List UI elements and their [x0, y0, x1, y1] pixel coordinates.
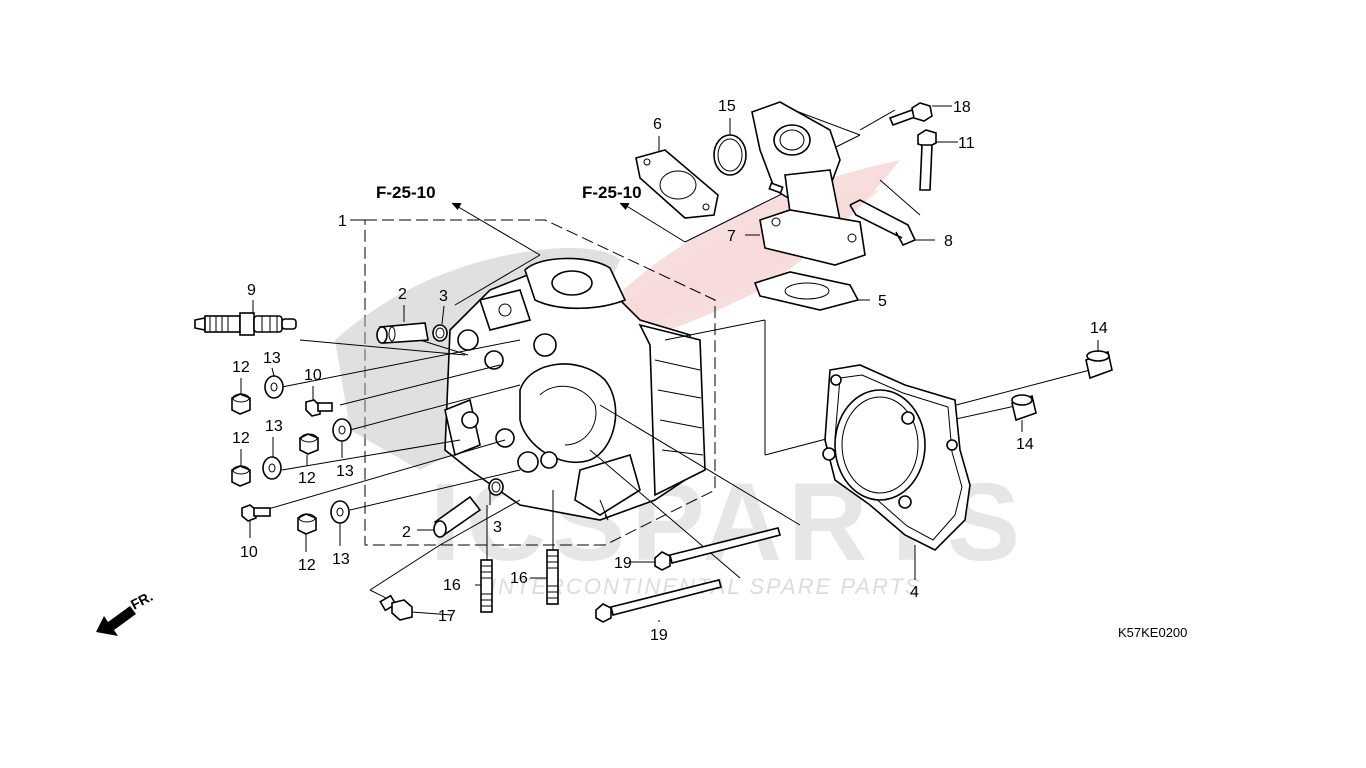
flange-bolt-11[interactable]: [917, 129, 937, 191]
callout-12-a: 12: [232, 359, 250, 376]
callout-12-c: 12: [298, 470, 316, 487]
callout-4: 4: [910, 584, 919, 601]
reference-labels: F-25-10 F-25-10: [376, 183, 642, 210]
washer-2[interactable]: [332, 418, 352, 442]
cap-nut-2[interactable]: [231, 465, 251, 487]
dowel-pin-lower[interactable]: [1011, 394, 1037, 422]
callout-19-lower: 19: [650, 627, 668, 644]
hose-clip[interactable]: [849, 199, 917, 247]
callout-15: 15: [718, 98, 736, 115]
callout-10-lower: 10: [240, 544, 258, 561]
callout-11: 11: [958, 135, 975, 152]
valve-guide-upper[interactable]: [376, 322, 429, 344]
callout-13-c: 13: [336, 463, 354, 480]
dowel-pin-upper[interactable]: [1085, 350, 1113, 380]
direction-arrow-icon: [96, 606, 136, 636]
callout-2-lower: 2: [402, 524, 411, 541]
callout-10-upper: 10: [304, 367, 322, 384]
callout-3-lower: 3: [493, 519, 502, 536]
flange-bolt-10b[interactable]: [241, 504, 271, 522]
callout-16-left: 16: [443, 577, 461, 594]
cylinder-bolt-lower[interactable]: [595, 579, 722, 623]
washer-1[interactable]: [264, 375, 284, 399]
callout-5: 5: [878, 293, 887, 310]
callout-13-b: 13: [265, 418, 283, 435]
washer-3[interactable]: [262, 456, 282, 480]
front-direction-indicator: FR.: [96, 588, 155, 636]
diagram-code: K57KE0200: [1118, 625, 1187, 640]
callout-14-lower: 14: [1016, 436, 1034, 453]
valve-guide-lower[interactable]: [433, 495, 482, 538]
cylinder-head-gasket[interactable]: [822, 364, 971, 551]
cylinder-head-assembly-outline: [350, 219, 716, 546]
callout-8: 8: [944, 233, 953, 250]
callout-12-d: 12: [298, 557, 316, 574]
o-ring-upper[interactable]: [432, 324, 448, 342]
cap-nut-4[interactable]: [297, 513, 317, 535]
insulator-base-gasket[interactable]: [753, 271, 860, 311]
o-ring-lower[interactable]: [488, 478, 504, 496]
cylinder-bolt-upper[interactable]: [654, 527, 781, 571]
cylinder-head[interactable]: [335, 248, 706, 521]
callout-7: 7: [727, 228, 736, 245]
reference-label-left: F-25-10: [376, 183, 436, 202]
insulator-o-ring[interactable]: [713, 134, 747, 176]
callout-1: 1: [338, 213, 347, 230]
callout-9: 9: [247, 282, 256, 299]
callout-6: 6: [653, 116, 662, 133]
callout-2-upper: 2: [398, 286, 407, 303]
callout-13-d: 13: [332, 551, 350, 568]
stud-bolt-right[interactable]: [546, 549, 559, 605]
callout-14-upper: 14: [1090, 320, 1108, 337]
callout-3-upper: 3: [439, 288, 448, 305]
flange-bolt-10a[interactable]: [305, 399, 333, 417]
intake-insulator[interactable]: [751, 101, 866, 266]
callout-13-a: 13: [263, 350, 281, 367]
reference-label-right: F-25-10: [582, 183, 642, 202]
flange-bolt-18[interactable]: [888, 102, 933, 127]
callout-labels: 1 2 2 3 3 4 5 6 7 8 9 10 10 11 12 12 12 …: [232, 98, 1108, 644]
callout-18: 18: [953, 99, 971, 116]
spark-plug[interactable]: [194, 312, 297, 336]
callout-19-upper: 19: [614, 555, 632, 572]
cap-nut-1[interactable]: [231, 393, 251, 415]
flange-bolt-17[interactable]: [379, 594, 413, 621]
callout-12-b: 12: [232, 430, 250, 447]
cap-nut-3[interactable]: [299, 433, 319, 455]
washer-4[interactable]: [330, 500, 350, 524]
callout-16-right: 16: [510, 570, 528, 587]
stud-bolt-left[interactable]: [480, 559, 493, 613]
callout-17: 17: [438, 608, 456, 625]
insulator-gasket[interactable]: [635, 149, 719, 219]
